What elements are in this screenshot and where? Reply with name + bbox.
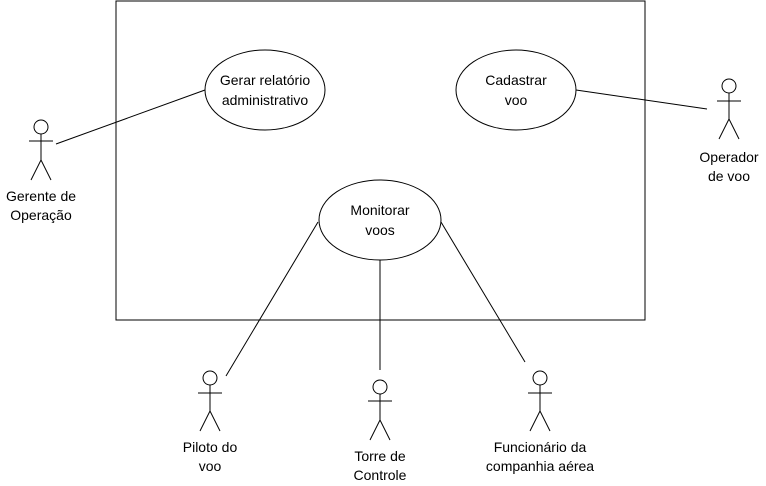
- stick-figure-icon: [368, 379, 392, 441]
- use-case-monitorar-voos[interactable]: Monitorar voos: [318, 179, 442, 261]
- actor-piloto[interactable]: Piloto do voo: [183, 370, 238, 474]
- use-case-label: administrativo: [222, 92, 309, 108]
- actor-gerente[interactable]: Gerente de Operação: [6, 119, 76, 223]
- stick-figure-icon: [528, 370, 552, 432]
- use-case-gerar-relatorio[interactable]: Gerar relatório administrativo: [204, 49, 326, 131]
- association-gerente-gerar-relatorio: [55, 89, 206, 145]
- actor-label: de voo: [708, 168, 750, 184]
- use-case-label: Monitorar: [350, 202, 409, 218]
- stick-figure-icon: [29, 119, 53, 181]
- use-case-label: voos: [365, 222, 395, 238]
- actor-label: Operador: [699, 149, 758, 165]
- use-case-cadastrar-voo[interactable]: Cadastrar voo: [455, 49, 577, 131]
- actor-label: Torre de: [354, 448, 406, 464]
- use-case-label: voo: [505, 92, 528, 108]
- actor-label: Controle: [354, 467, 407, 483]
- association-piloto-monitorar-voos: [225, 221, 319, 377]
- actor-label: Operação: [10, 207, 72, 223]
- actor-label: Piloto do: [183, 439, 238, 455]
- association-funcionario-monitorar-voos: [440, 221, 526, 363]
- use-case-label: Gerar relatório: [220, 72, 310, 88]
- actor-label: voo: [199, 458, 222, 474]
- actor-label: Funcionário da: [494, 439, 587, 455]
- actor-funcionario[interactable]: Funcionário da companhia aérea: [486, 370, 594, 474]
- associations: [55, 89, 708, 377]
- actor-label: Gerente de: [6, 188, 76, 204]
- stick-figure-icon: [198, 370, 222, 432]
- association-operador-cadastrar-voo: [575, 89, 708, 110]
- actor-label: companhia aérea: [486, 458, 594, 474]
- actor-torre[interactable]: Torre de Controle: [354, 379, 407, 483]
- stick-figure-icon: [717, 78, 741, 140]
- actor-operador[interactable]: Operador de voo: [699, 78, 759, 184]
- use-case-label: Cadastrar: [485, 72, 547, 88]
